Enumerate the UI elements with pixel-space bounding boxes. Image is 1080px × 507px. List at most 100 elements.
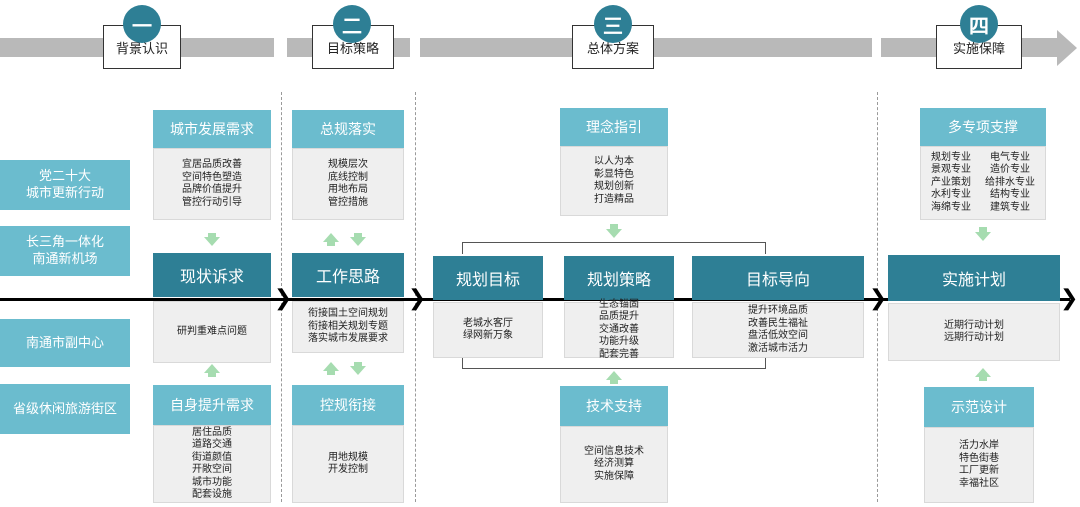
panel-item: 开敞空间 [192,464,232,475]
panel-item: 街道颜值 [192,451,232,463]
stage-title-4: 实施保障 [936,25,1022,69]
panel-item: 景观专业 [931,164,971,176]
chevron-right-icon: ❯ [1060,286,1079,311]
tech-support-panel: 空间信息技术 经济测算 实施保障 [560,426,668,503]
work-approach-panel: 衔接国土空间规划 衔接相关规划专题 落实城市发展要求 [292,301,404,353]
context-box-party-congress: 党二十大 城市更新行动 [0,160,130,210]
panel-item: 管控行动引导 [182,196,242,208]
column-divider [877,92,878,502]
implementation-plan-header: 实施计划 [888,255,1060,301]
regulatory-plan-panel: 用地规模 开发控制 [292,425,404,503]
context-box-leisure-district: 省级休闲旅游街区 [0,384,130,434]
flow-arrow-down-icon [606,229,622,238]
flow-arrow-down-icon [350,237,366,246]
flow-arrow-down-icon [354,233,362,237]
work-approach-header: 工作思路 [292,253,404,297]
stage-number-3: 三 [594,5,632,43]
flow-arrow-up-icon [610,380,618,384]
context-box-sub-center: 南通市副中心 [0,319,130,367]
flow-arrow-up-icon [606,371,622,380]
master-plan-header: 总规落实 [292,110,404,148]
panel-item: 品牌价值提升 [182,184,242,195]
self-improve-header: 自身提升需求 [153,385,271,425]
panel-item: 彰显特色 [594,168,634,180]
column-divider [281,92,282,502]
planning-goal-header: 规划目标 [433,256,543,300]
stage-number-1: 一 [123,5,161,43]
panel-item: 近期行动计划 [944,319,1004,331]
panel-item: 远期行动计划 [944,332,1004,343]
panel-item: 以人为本 [594,156,634,167]
tech-support-header: 技术支持 [560,386,668,426]
panel-item: 幸福社区 [959,477,999,489]
panel-item: 提升环境品质 [748,305,808,316]
flow-arrow-up-icon [208,373,216,377]
planning-strategy-header: 规划策略 [564,256,674,300]
panel-item: 给排水专业 [985,176,1035,188]
goal-orientation-panel: 提升环境品质 改善民生福祉 盘活低效空间 激活城市活力 [692,302,864,358]
panel-item: 打造精品 [594,193,634,205]
panel-item: 规划创新 [594,181,634,192]
stage-band-arrow-icon [1057,30,1077,66]
context-label: 党二十大 城市更新行动 [25,169,104,201]
flow-arrow-up-icon [327,371,335,375]
flow-arrow-up-icon [979,377,987,381]
stage-number-4: 四 [960,5,998,43]
planning-goal-panel: 老城水客厅 绿网新万象 [433,302,543,358]
panel-item: 老城水客厅 [463,317,513,329]
panel-item: 产业策划 [931,176,971,188]
panel-item: 盘活低效空间 [748,330,808,341]
panel-item: 电气专业 [990,151,1030,163]
concept-guide-panel: 以人为本 彰显特色 规划创新 打造精品 [560,146,668,216]
panel-item: 研判重难点问题 [177,325,247,337]
context-label: 省级休闲旅游街区 [12,401,117,417]
city-demand-header: 城市发展需求 [153,110,271,148]
panel-item: 用地规模 [328,451,368,463]
flow-arrow-up-icon [323,362,339,371]
flow-arrow-down-icon [610,224,618,229]
bottom-bracket [462,357,766,369]
top-bracket [462,242,766,254]
status-demand-header: 现状诉求 [153,253,271,297]
panel-item: 结构专业 [990,189,1030,201]
demo-design-header: 示范设计 [924,387,1034,427]
panel-item: 改善民生福祉 [748,317,808,329]
flow-arrow-up-icon [327,242,335,246]
planning-strategy-panel: 生态锚固 品质提升 交通改善 功能升级 配套完善 [564,299,674,360]
discipline-column-right: 电气专业 造价专业 给排水专业 结构专业 建筑专业 [985,152,1035,215]
context-label: 南通市副中心 [25,335,104,351]
flow-arrow-down-icon [204,237,220,246]
demo-design-panel: 活力水岸 特色街巷 工厂更新 幸福社区 [924,427,1034,503]
panel-item: 经济测算 [594,458,634,470]
panel-item: 空间特色塑造 [182,171,242,183]
discipline-columns: 规划专业 景观专业 产业策划 水利专业 海绵专业 电气专业 造价专业 给排水专业… [931,152,1035,215]
concept-guide-header: 理念指引 [560,108,668,146]
panel-item: 绿网新万象 [463,330,513,341]
panel-item: 规模层次 [328,159,368,170]
goal-orientation-header: 目标导向 [692,256,864,300]
chevron-right-icon: ❯ [274,286,293,311]
panel-item: 配套设施 [192,489,232,500]
panel-item: 开发控制 [328,464,368,475]
panel-item: 配套完善 [599,348,639,360]
panel-item: 居住品质 [192,426,232,438]
flow-arrow-down-icon [975,232,991,241]
flow-arrow-down-icon [354,362,362,366]
status-demand-panel: 研判重难点问题 [153,301,271,363]
panel-item: 海绵专业 [931,201,971,213]
master-plan-panel: 规模层次 底线控制 用地布局 管控措施 [292,148,404,220]
panel-item: 用地布局 [328,184,368,195]
panel-item: 管控措施 [328,196,368,208]
city-demand-panel: 宜居品质改善 空间特色塑造 品牌价值提升 管控行动引导 [153,148,271,220]
stage-number-2: 二 [333,5,371,43]
panel-item: 活力水岸 [959,440,999,451]
panel-item: 宜居品质改善 [182,159,242,170]
regulatory-plan-header: 控规衔接 [292,385,404,425]
panel-item: 交通改善 [599,323,639,335]
panel-item: 空间信息技术 [584,445,644,457]
discipline-column-left: 规划专业 景观专业 产业策划 水利专业 海绵专业 [931,152,971,215]
flow-arrow-down-icon [208,233,216,237]
panel-item: 品质提升 [599,311,639,323]
implementation-plan-panel: 近期行动计划 远期行动计划 [888,303,1060,361]
multi-discipline-header: 多专项支撑 [920,108,1046,146]
